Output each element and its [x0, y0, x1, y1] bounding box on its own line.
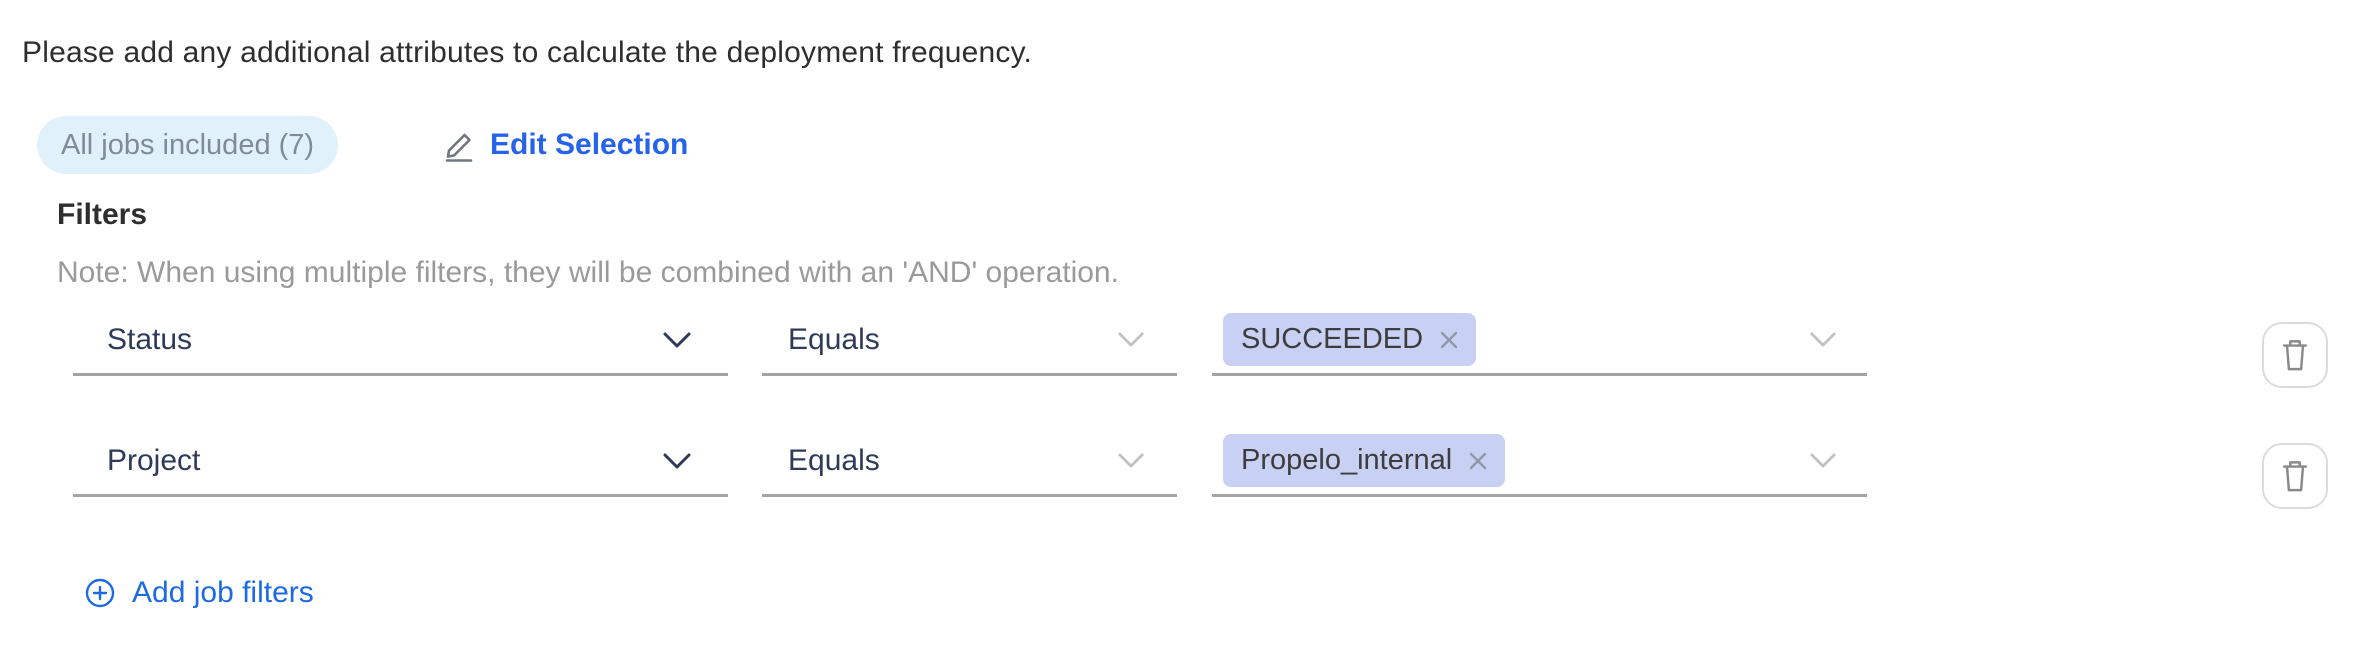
jobs-included-badge: All jobs included (7) — [37, 116, 339, 174]
attribute-select[interactable]: Project — [73, 427, 728, 497]
page-title: Please add any additional attributes to … — [22, 36, 1033, 69]
attribute-select-value: Project — [107, 443, 201, 477]
chevron-down-icon — [662, 331, 692, 349]
value-tag-label: SUCCEEDED — [1241, 323, 1424, 355]
attribute-select[interactable]: Status — [73, 306, 728, 376]
add-job-filters-label: Add job filters — [132, 576, 314, 609]
edit-selection-button[interactable]: Edit Selection — [443, 116, 688, 174]
chevron-down-icon — [1809, 452, 1837, 469]
operator-select-value: Equals — [788, 443, 880, 477]
edit-pencil-icon — [443, 128, 477, 162]
value-tag: Propelo_internal — [1223, 434, 1506, 487]
delete-filter-button[interactable] — [2262, 443, 2328, 509]
close-x-icon[interactable] — [1438, 329, 1460, 351]
operator-select[interactable]: Equals — [762, 306, 1177, 376]
filter-row: Project Equals Propelo_internal — [73, 427, 1867, 497]
close-x-icon[interactable] — [1467, 450, 1489, 472]
filters-note: Note: When using multiple filters, they … — [57, 256, 1119, 289]
value-multiselect[interactable]: Propelo_internal — [1212, 427, 1867, 497]
operator-select[interactable]: Equals — [762, 427, 1177, 497]
chevron-down-icon — [1809, 331, 1837, 348]
filters-heading: Filters — [57, 198, 148, 231]
value-tag-label: Propelo_internal — [1241, 444, 1453, 476]
filter-row: Status Equals SUCCEEDED — [73, 306, 1867, 376]
chevron-down-icon — [662, 452, 692, 470]
add-job-filters-button[interactable]: Add job filters — [85, 576, 314, 610]
value-tag: SUCCEEDED — [1223, 313, 1477, 366]
trash-icon — [2279, 457, 2311, 495]
edit-selection-label: Edit Selection — [490, 128, 689, 161]
operator-select-value: Equals — [788, 322, 880, 356]
trash-icon — [2279, 336, 2311, 374]
chevron-down-icon — [1117, 452, 1145, 469]
plus-circle-icon — [85, 578, 115, 608]
value-multiselect[interactable]: SUCCEEDED — [1212, 306, 1867, 376]
chevron-down-icon — [1117, 331, 1145, 348]
attribute-select-value: Status — [107, 322, 193, 356]
delete-filter-button[interactable] — [2262, 322, 2328, 388]
